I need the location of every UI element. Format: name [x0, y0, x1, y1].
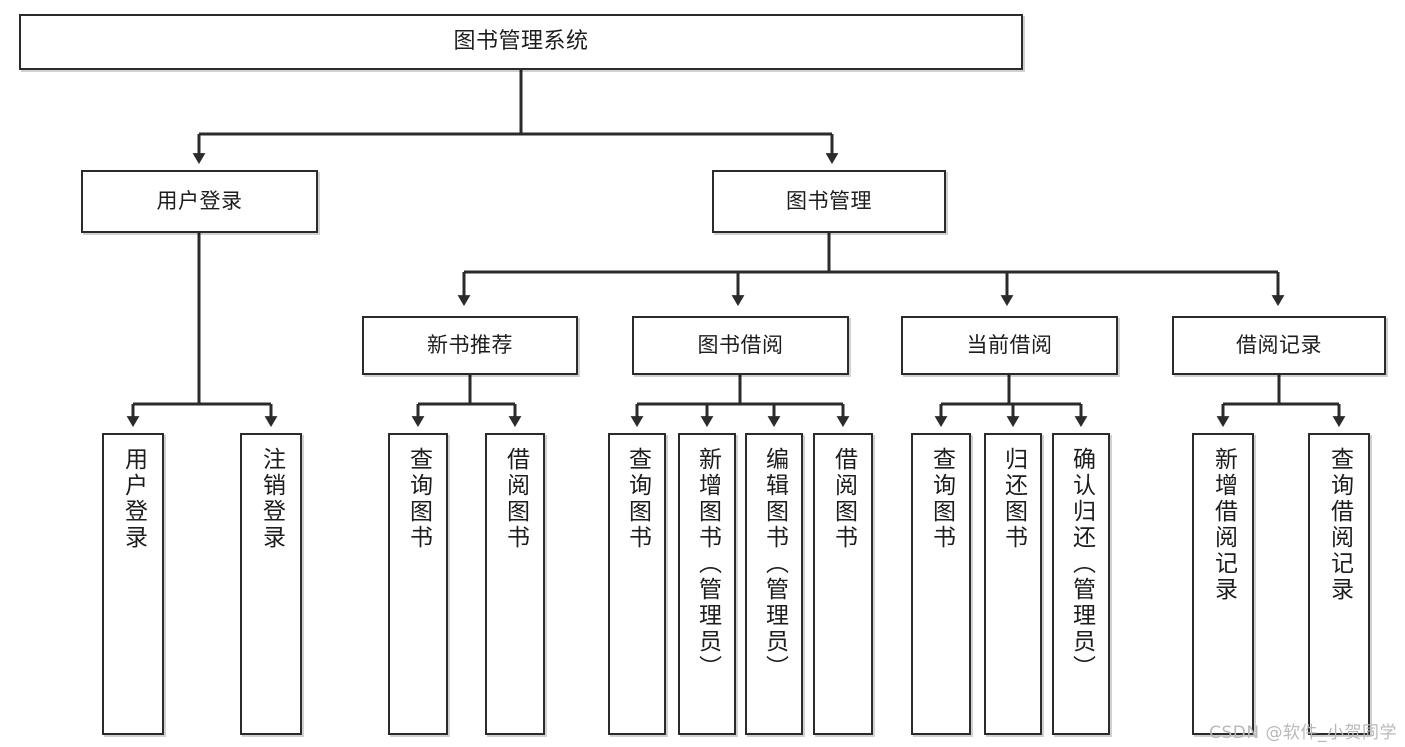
leaf-query-book-current-label: 查询图书 [928, 447, 955, 551]
node-book-management[interactable]: 图书管理 [712, 170, 946, 233]
leaf-borrow-book-label: 借阅图书 [830, 447, 857, 551]
leaf-add-borrow-record[interactable]: 新增借阅记录 [1192, 433, 1254, 735]
leaf-logout[interactable]: 注销登录 [240, 433, 302, 735]
node-root-label: 图书管理系统 [453, 28, 589, 54]
leaf-borrow-book-recommend[interactable]: 借阅图书 [485, 433, 545, 735]
leaf-borrow-book[interactable]: 借阅图书 [813, 433, 873, 735]
node-current-borrow[interactable]: 当前借阅 [901, 316, 1118, 375]
leaf-return-book-label: 归还图书 [1000, 447, 1027, 551]
leaf-query-book-borrow-label: 查询图书 [624, 447, 651, 551]
leaf-logout-label: 注销登录 [258, 447, 285, 551]
node-book-management-label: 图书管理 [786, 188, 872, 213]
leaf-edit-book-admin-label: 编辑图书（管理员） [761, 447, 788, 681]
node-root[interactable]: 图书管理系统 [19, 14, 1023, 70]
leaf-add-book-admin[interactable]: 新增图书（管理员） [678, 433, 736, 735]
node-new-book-recommend-label: 新书推荐 [427, 332, 513, 357]
leaf-user-login-label: 用户登录 [120, 447, 147, 551]
node-user-login-label: 用户登录 [156, 188, 243, 213]
leaf-borrow-book-recommend-label: 借阅图书 [502, 447, 529, 551]
leaf-query-book-current[interactable]: 查询图书 [911, 433, 971, 735]
node-user-login[interactable]: 用户登录 [81, 170, 318, 233]
leaf-user-login[interactable]: 用户登录 [102, 433, 164, 735]
leaf-confirm-return-admin[interactable]: 确认归还（管理员） [1052, 433, 1110, 735]
node-current-borrow-label: 当前借阅 [966, 332, 1053, 357]
node-new-book-recommend[interactable]: 新书推荐 [362, 316, 578, 375]
leaf-edit-book-admin[interactable]: 编辑图书（管理员） [745, 433, 803, 735]
watermark: CSDN @软件_小贺同学 [1209, 723, 1397, 743]
leaf-add-book-admin-label: 新增图书（管理员） [694, 447, 721, 681]
leaf-query-borrow-record[interactable]: 查询借阅记录 [1308, 433, 1370, 735]
leaf-add-borrow-record-label: 新增借阅记录 [1210, 447, 1237, 603]
node-borrow-record-label: 借阅记录 [1236, 332, 1322, 357]
leaf-query-book-borrow[interactable]: 查询图书 [608, 433, 666, 735]
leaf-confirm-return-admin-label: 确认归还（管理员） [1068, 447, 1095, 681]
node-book-borrow[interactable]: 图书借阅 [632, 316, 849, 375]
leaf-query-book-recommend[interactable]: 查询图书 [388, 433, 448, 735]
leaf-query-borrow-record-label: 查询借阅记录 [1326, 447, 1353, 603]
node-book-borrow-label: 图书借阅 [697, 332, 784, 357]
node-borrow-record[interactable]: 借阅记录 [1172, 316, 1386, 375]
leaf-return-book[interactable]: 归还图书 [984, 433, 1042, 735]
leaf-query-book-recommend-label: 查询图书 [405, 447, 432, 551]
